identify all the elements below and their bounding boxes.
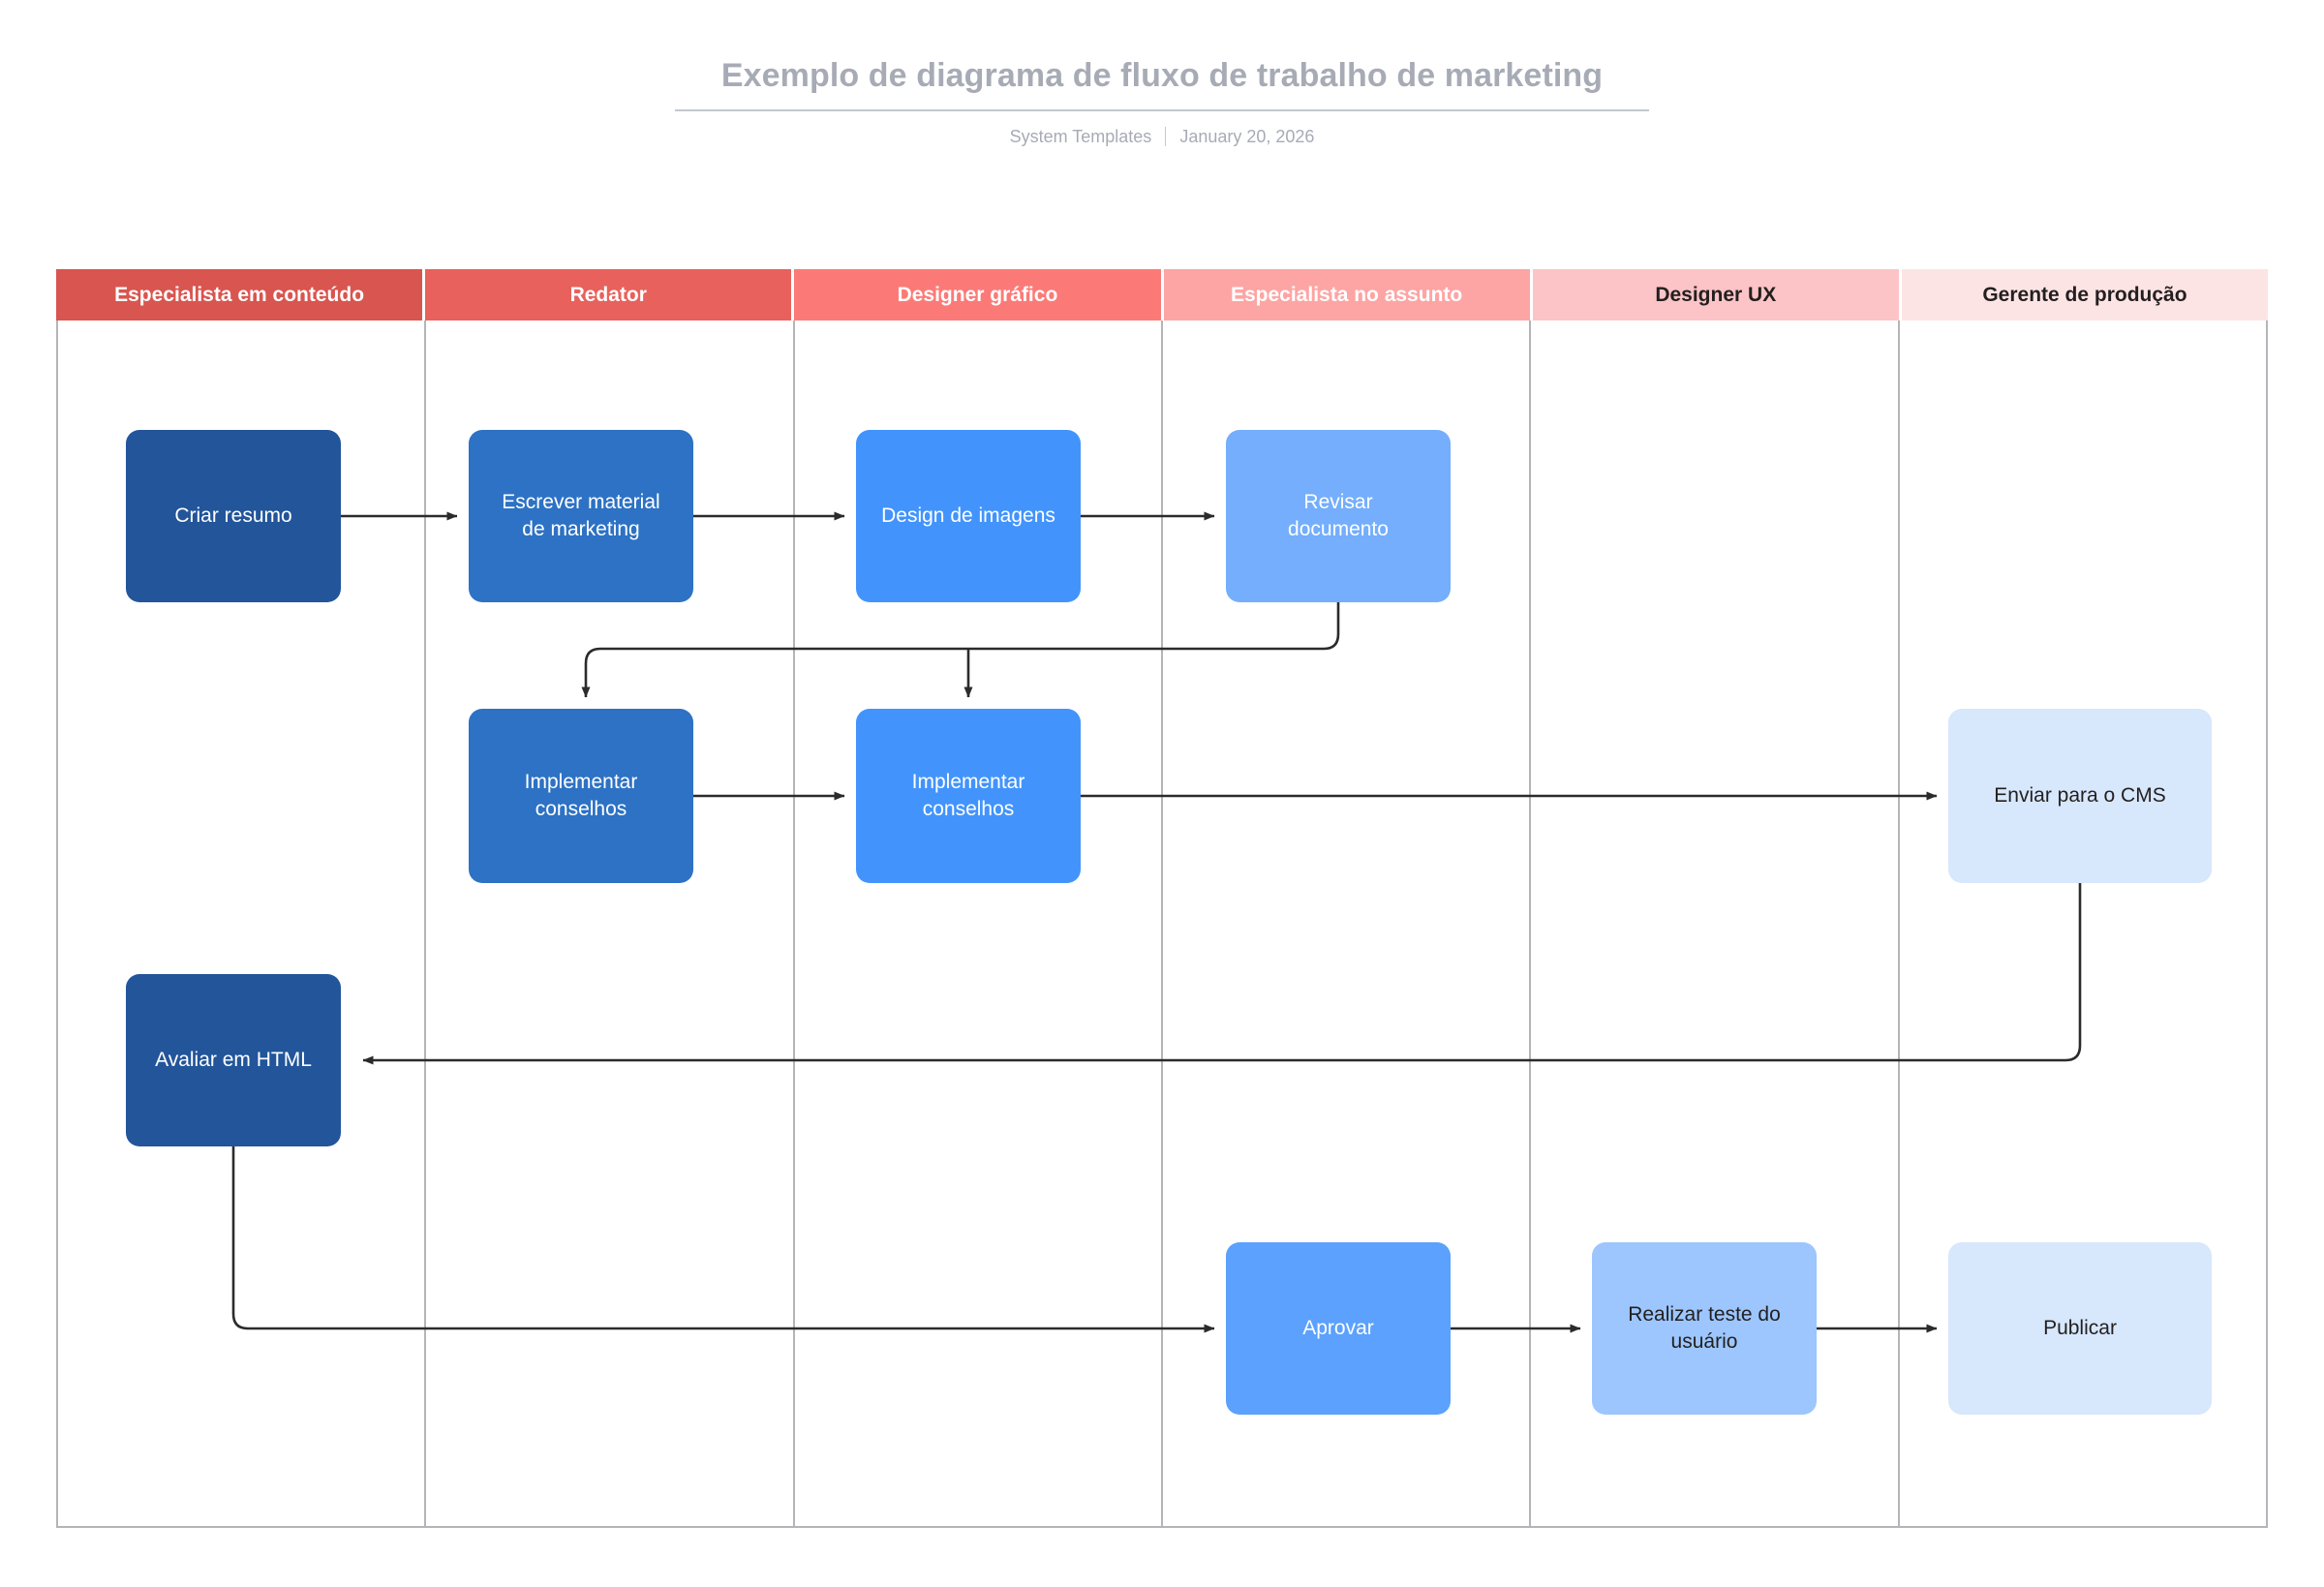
lane-body-row [56, 320, 2268, 1528]
lane-header-designer-ux[interactable]: Designer UX [1532, 269, 1902, 320]
subtitle-divider-icon [1165, 127, 1167, 147]
subtitle-row: System Templates January 20, 2026 [0, 127, 2324, 147]
flow-node-implementar-1[interactable]: Implementar conselhos [469, 709, 693, 883]
flow-node-publicar[interactable]: Publicar [1948, 1242, 2212, 1415]
flow-node-avaliar-html[interactable]: Avaliar em HTML [126, 974, 341, 1146]
flow-node-realizar-teste[interactable]: Realizar teste do usuário [1592, 1242, 1817, 1415]
lane-header-especialista-no-assunto[interactable]: Especialista no assunto [1163, 269, 1533, 320]
lane-header-especialista-em-conteudo[interactable]: Especialista em conteúdo [56, 269, 426, 320]
subtitle-source: System Templates [1009, 126, 1152, 146]
flow-node-escrever-material[interactable]: Escrever material de marketing [469, 430, 693, 602]
title-block: Exemplo de diagrama de fluxo de trabalho… [0, 56, 2324, 147]
subtitle-date: January 20, 2026 [1179, 126, 1315, 146]
flow-node-revisar-documento[interactable]: Revisar documento [1226, 430, 1451, 602]
flow-node-enviar-cms[interactable]: Enviar para o CMS [1948, 709, 2212, 883]
page-title: Exemplo de diagrama de fluxo de trabalho… [674, 56, 1650, 111]
flow-node-design-imagens[interactable]: Design de imagens [856, 430, 1081, 602]
lane-header-gerente-de-producao[interactable]: Gerente de produção [1901, 269, 2269, 320]
lane-header-designer-grafico[interactable]: Designer gráfico [794, 269, 1164, 320]
flow-node-criar-resumo[interactable]: Criar resumo [126, 430, 341, 602]
lane-header-redator[interactable]: Redator [425, 269, 795, 320]
flow-node-implementar-2[interactable]: Implementar conselhos [856, 709, 1081, 883]
flow-node-aprovar[interactable]: Aprovar [1226, 1242, 1451, 1415]
